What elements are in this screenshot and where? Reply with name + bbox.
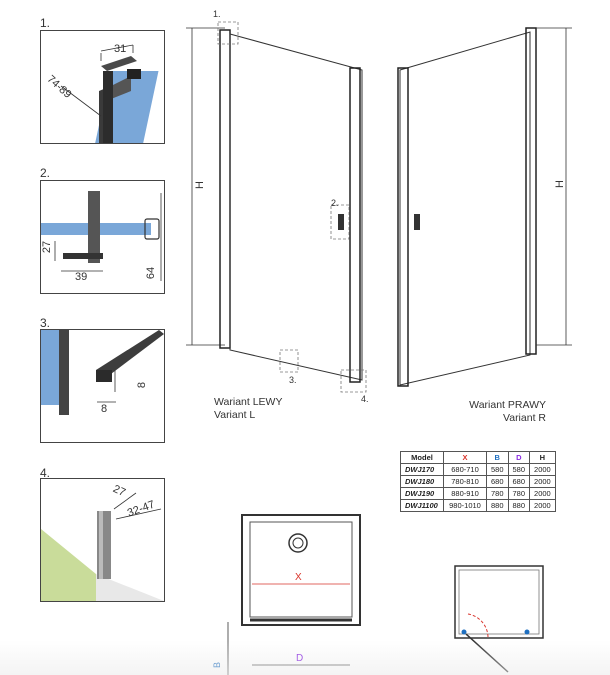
callout-4-label: 4. bbox=[361, 394, 369, 404]
detail-1-dim-a: 31 bbox=[114, 43, 127, 55]
detail-4-label: 4. bbox=[40, 466, 51, 480]
variant-left: Wariant LEWY Variant L bbox=[214, 396, 282, 422]
detail-3-panel: 8 8 bbox=[40, 329, 165, 443]
cell-h: 2000 bbox=[529, 463, 556, 476]
detail-1-panel: 31 74-89 bbox=[40, 30, 165, 144]
cell-h: 2000 bbox=[529, 475, 556, 488]
bottom-fade bbox=[0, 640, 610, 675]
cell-model: DWJ1100 bbox=[400, 499, 444, 512]
detail-1-label: 1. bbox=[40, 16, 51, 30]
plan-x-label: X bbox=[295, 572, 302, 583]
cell-x: 680-710 bbox=[443, 463, 487, 476]
cell-h: 2000 bbox=[529, 487, 556, 500]
cell-b: 880 bbox=[486, 499, 509, 512]
cell-model: DWJ190 bbox=[400, 487, 444, 500]
cell-model: DWJ180 bbox=[400, 475, 444, 488]
callout-1-label: 1. bbox=[213, 9, 221, 19]
spec-table-header: Model X B D H bbox=[400, 451, 556, 464]
table-row: DWJ170 680-710 580 580 2000 bbox=[400, 463, 556, 476]
table-row: DWJ180 780-810 680 680 2000 bbox=[400, 475, 556, 488]
variant-right-line-1: Wariant PRAWY bbox=[469, 399, 546, 411]
callout-2-label: 2. bbox=[331, 198, 339, 208]
table-row: DWJ1100 980-1010 880 880 2000 bbox=[400, 499, 556, 512]
cell-x: 880-910 bbox=[443, 487, 487, 500]
cell-b: 780 bbox=[486, 487, 509, 500]
detail-4-panel: 27 32-47 bbox=[40, 478, 165, 602]
cell-d: 780 bbox=[507, 487, 531, 500]
header-b: B bbox=[486, 451, 509, 464]
variant-left-line-1: Wariant LEWY bbox=[214, 396, 283, 408]
cell-d: 880 bbox=[507, 499, 531, 512]
header-x: X bbox=[443, 451, 487, 464]
cell-model: DWJ170 bbox=[400, 463, 444, 476]
header-model: Model bbox=[400, 451, 444, 464]
cell-b: 580 bbox=[486, 463, 509, 476]
cell-h: 2000 bbox=[529, 499, 556, 512]
detail-4-drawing bbox=[41, 492, 164, 601]
left-height-label: H bbox=[193, 181, 206, 189]
detail-2-panel: 27 39 64 bbox=[40, 180, 165, 294]
header-d: D bbox=[507, 451, 531, 464]
detail-2-dim-b: 39 bbox=[75, 271, 88, 283]
detail-3-label: 3. bbox=[40, 316, 51, 330]
variant-right-line-2: Variant R bbox=[503, 412, 546, 424]
detail-3-drawing bbox=[41, 330, 164, 415]
cell-b: 680 bbox=[486, 475, 509, 488]
cell-x: 980-1010 bbox=[443, 499, 487, 512]
detail-2-label: 2. bbox=[40, 166, 51, 180]
detail-2-drawing bbox=[41, 191, 162, 281]
right-height-label: H bbox=[553, 180, 566, 188]
detail-1-drawing bbox=[60, 44, 159, 143]
variant-right: Wariant PRAWY Variant R bbox=[468, 399, 546, 425]
cell-d: 680 bbox=[507, 475, 531, 488]
detail-3-dim-b: 8 bbox=[101, 403, 108, 415]
spec-table: Model X B D H DWJ170 680-710 580 580 200… bbox=[400, 451, 556, 512]
cell-d: 580 bbox=[507, 463, 531, 476]
header-h: H bbox=[529, 451, 556, 464]
variant-left-line-2: Variant L bbox=[214, 409, 256, 421]
table-row: DWJ190 880-910 780 780 2000 bbox=[400, 487, 556, 500]
cell-x: 780-810 bbox=[443, 475, 487, 488]
callout-3-label: 3. bbox=[289, 375, 297, 385]
